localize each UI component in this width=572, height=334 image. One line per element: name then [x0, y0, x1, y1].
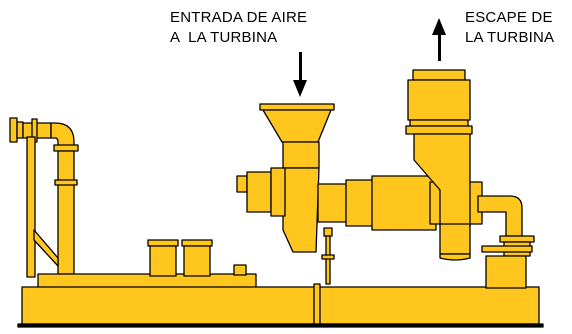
exhaust-label-line2: LA TURBINA: [465, 29, 555, 46]
base-skid: [17, 273, 544, 328]
exhaust-stack: [405, 69, 473, 261]
exhaust-arrow: [432, 18, 446, 61]
tanks: [147, 239, 247, 277]
left-pipe-assembly: [9, 117, 79, 278]
intake-assembly: [236, 103, 335, 253]
exhaust-label-line1: ESCAPE DE: [465, 9, 553, 26]
support-strut: [321, 227, 335, 285]
exhaust-label: ESCAPE DE LA TURBINA: [465, 8, 554, 48]
turbine-casing: [317, 175, 535, 289]
intake-label-line2: A LA TURBINA: [170, 29, 278, 46]
intake-arrow: [293, 52, 307, 97]
intake-label-line1: ENTRADA DE AIRE: [170, 9, 308, 26]
intake-label: ENTRADA DE AIRE A LA TURBINA: [170, 8, 307, 48]
